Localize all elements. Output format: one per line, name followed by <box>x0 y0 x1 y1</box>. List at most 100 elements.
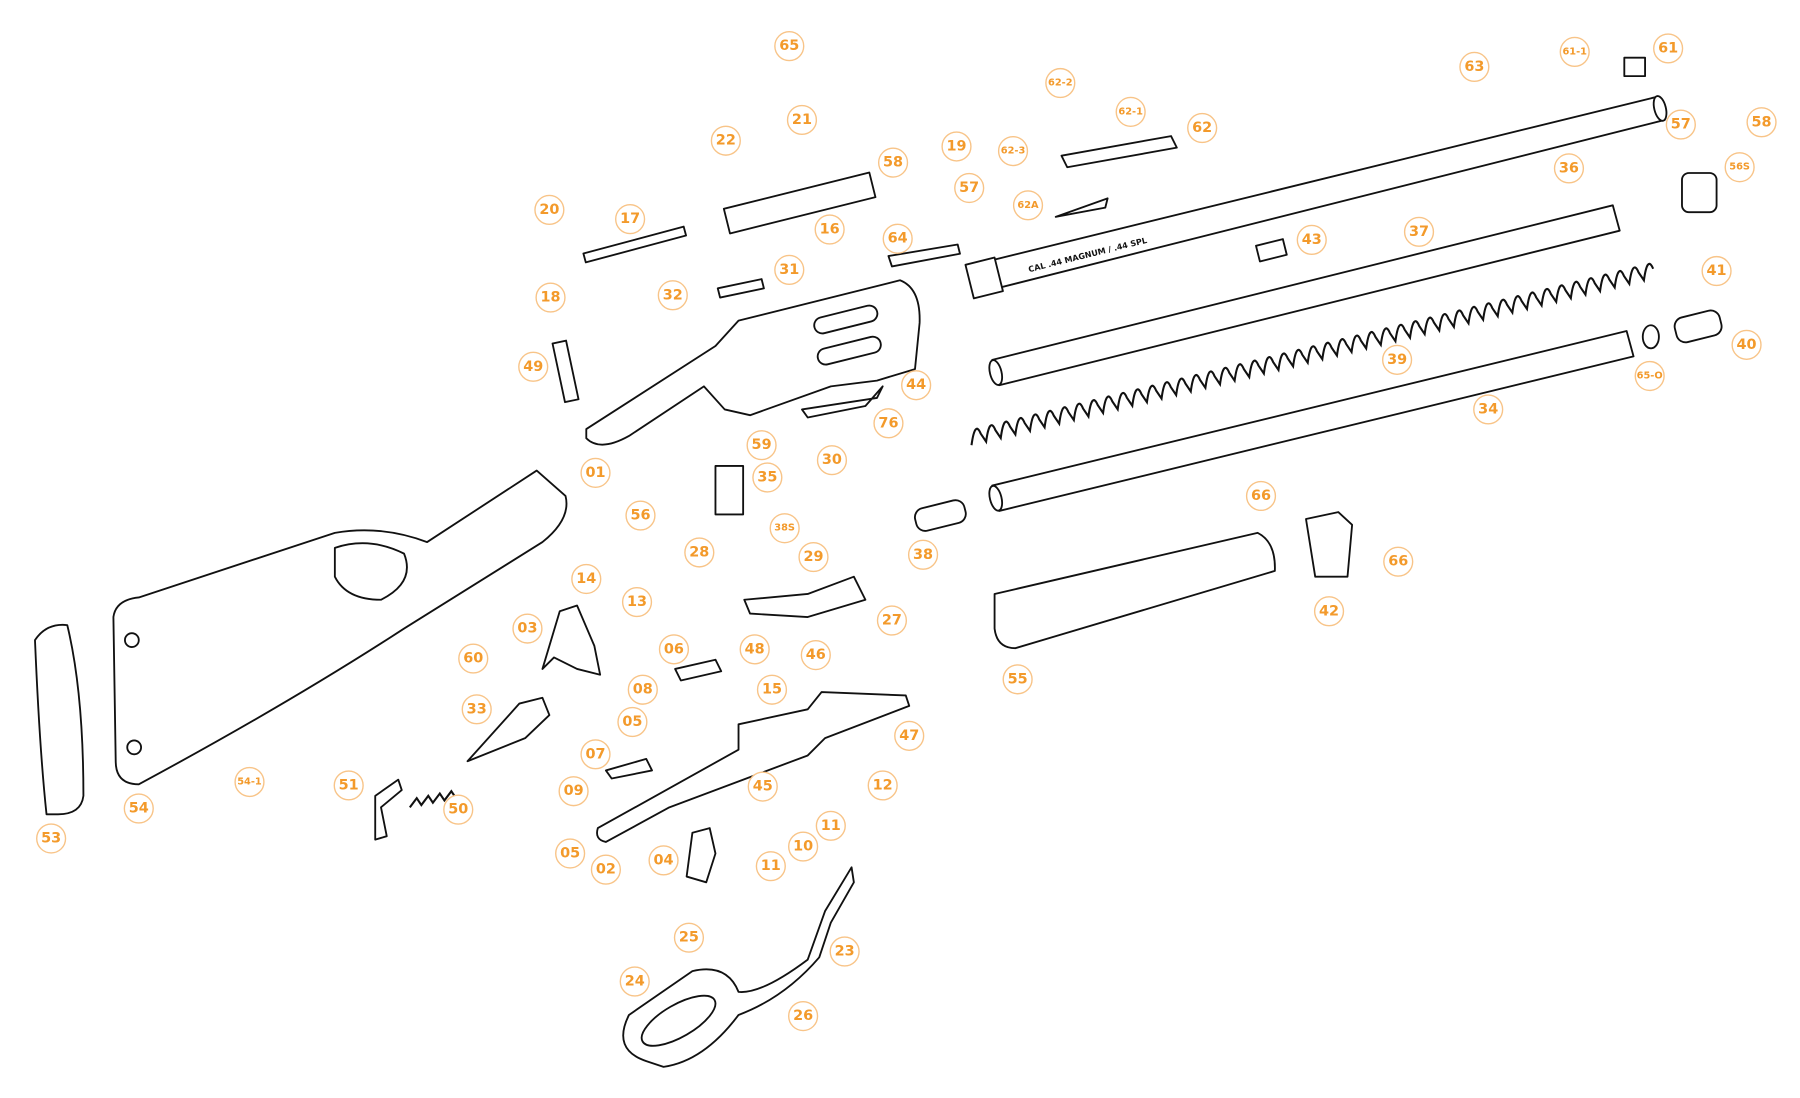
part-callout-19[interactable]: 19 <box>941 131 972 162</box>
part-callout-62[interactable]: 62 <box>1187 112 1218 144</box>
part-callout-11[interactable]: 11 <box>755 851 786 882</box>
part-callout-45[interactable]: 45 <box>747 771 778 802</box>
callout-number: 32 <box>663 287 683 303</box>
part-callout-64[interactable]: 64 <box>882 223 913 254</box>
callout-circle <box>1012 190 1044 221</box>
part-callout-18[interactable]: 18 <box>535 282 566 313</box>
part-callout-30[interactable]: 30 <box>816 445 848 476</box>
part-callout-07[interactable]: 07 <box>580 739 611 770</box>
callout-number: 62-2 <box>1048 78 1073 89</box>
magazine-tube-part <box>988 204 1621 387</box>
part-callout-05[interactable]: 05 <box>555 838 586 869</box>
part-callout-50[interactable]: 50 <box>443 794 474 825</box>
part-callout-38s[interactable]: 38S <box>769 513 800 544</box>
part-callout-40[interactable]: 40 <box>1731 329 1762 360</box>
part-callout-20[interactable]: 20 <box>534 194 565 226</box>
part-callout-13[interactable]: 13 <box>621 586 653 618</box>
part-callout-62-3[interactable]: 62-3 <box>997 135 1029 167</box>
part-callout-56s[interactable]: 56S <box>1724 152 1755 183</box>
part-callout-04[interactable]: 04 <box>648 845 679 876</box>
part-callout-43[interactable]: 43 <box>1296 224 1327 256</box>
callout-number: 33 <box>467 701 487 717</box>
part-callout-51[interactable]: 51 <box>333 770 364 801</box>
part-callout-35[interactable]: 35 <box>752 462 783 493</box>
part-callout-16[interactable]: 16 <box>814 214 845 245</box>
part-callout-29[interactable]: 29 <box>798 541 829 573</box>
part-callout-26[interactable]: 26 <box>788 1001 819 1032</box>
callout-number: 54 <box>129 801 149 817</box>
part-callout-38[interactable]: 38 <box>907 539 939 570</box>
part-callout-48[interactable]: 48 <box>739 634 770 665</box>
part-callout-62-1[interactable]: 62-1 <box>1115 96 1146 127</box>
part-callout-28[interactable]: 28 <box>684 537 715 568</box>
part-callout-36[interactable]: 36 <box>1553 153 1585 184</box>
part-callout-44[interactable]: 44 <box>901 370 932 401</box>
part-callout-53[interactable]: 53 <box>36 823 67 854</box>
part-callout-05[interactable]: 05 <box>617 706 648 738</box>
part-callout-65-o[interactable]: 65-O <box>1634 360 1665 392</box>
callout-circle <box>769 513 800 544</box>
part-callout-14[interactable]: 14 <box>571 563 602 595</box>
callout-number: 11 <box>761 858 781 874</box>
part-callout-02[interactable]: 02 <box>590 854 622 885</box>
part-callout-59[interactable]: 59 <box>746 430 777 461</box>
callout-number: 46 <box>806 647 826 663</box>
part-callout-06[interactable]: 06 <box>658 634 690 665</box>
part-callout-37[interactable]: 37 <box>1403 216 1435 247</box>
part-callout-17[interactable]: 17 <box>615 204 646 235</box>
part-callout-27[interactable]: 27 <box>876 605 908 636</box>
part-callout-39[interactable]: 39 <box>1381 344 1413 375</box>
part-callout-62a[interactable]: 62A <box>1012 190 1044 221</box>
callout-circle <box>954 172 985 204</box>
part-callout-01[interactable]: 01 <box>580 457 611 488</box>
part-callout-24[interactable]: 24 <box>619 966 650 997</box>
part-callout-54[interactable]: 54 <box>123 793 154 824</box>
callout-circle <box>876 605 908 636</box>
callout-number: 13 <box>627 594 647 610</box>
part-callout-08[interactable]: 08 <box>627 674 658 705</box>
part-callout-25[interactable]: 25 <box>673 922 705 953</box>
part-callout-22[interactable]: 22 <box>710 125 741 156</box>
part-callout-03[interactable]: 03 <box>512 613 543 644</box>
part-callout-63[interactable]: 63 <box>1459 51 1490 83</box>
part-callout-62-2[interactable]: 62-2 <box>1045 67 1076 99</box>
callout-number: 30 <box>822 452 842 468</box>
part-callout-12[interactable]: 12 <box>867 770 898 801</box>
part-callout-46[interactable]: 46 <box>800 640 831 671</box>
part-callout-23[interactable]: 23 <box>829 936 860 967</box>
callout-number: 27 <box>882 613 902 629</box>
part-callout-31[interactable]: 31 <box>774 254 805 285</box>
part-callout-34[interactable]: 34 <box>1473 394 1504 425</box>
part-callout-65[interactable]: 65 <box>774 31 805 62</box>
part-callout-41[interactable]: 41 <box>1701 255 1732 287</box>
part-callout-58[interactable]: 58 <box>877 147 909 178</box>
callout-circle <box>1045 67 1076 99</box>
part-callout-10[interactable]: 10 <box>788 831 819 862</box>
part-callout-66[interactable]: 66 <box>1245 480 1277 512</box>
callout-circle <box>1731 329 1762 360</box>
part-callout-49[interactable]: 49 <box>518 351 549 382</box>
part-callout-32[interactable]: 32 <box>657 280 688 311</box>
callout-number: 39 <box>1387 352 1407 368</box>
part-callout-55[interactable]: 55 <box>1002 664 1033 695</box>
callout-number: 25 <box>679 930 699 946</box>
part-callout-57[interactable]: 57 <box>1665 109 1696 140</box>
part-callout-61[interactable]: 61 <box>1653 33 1684 64</box>
part-callout-57[interactable]: 57 <box>954 172 985 204</box>
part-callout-76[interactable]: 76 <box>873 408 904 439</box>
part-callout-21[interactable]: 21 <box>786 104 818 136</box>
part-callout-47[interactable]: 47 <box>894 720 925 751</box>
part-callout-54-1[interactable]: 54-1 <box>234 766 265 798</box>
part-callout-11[interactable]: 11 <box>815 810 846 841</box>
part-callout-66[interactable]: 66 <box>1383 546 1414 577</box>
part-callout-33[interactable]: 33 <box>461 694 492 725</box>
part-callout-09[interactable]: 09 <box>558 776 589 807</box>
part-callout-42[interactable]: 42 <box>1313 596 1345 627</box>
callout-number: 61-1 <box>1562 46 1587 57</box>
part-callout-60[interactable]: 60 <box>458 643 489 674</box>
part-callout-61-1[interactable]: 61-1 <box>1559 36 1590 68</box>
part-callout-58[interactable]: 58 <box>1746 107 1777 138</box>
callout-circle <box>1296 224 1327 256</box>
part-callout-15[interactable]: 15 <box>756 674 788 705</box>
part-callout-56[interactable]: 56 <box>625 500 656 531</box>
